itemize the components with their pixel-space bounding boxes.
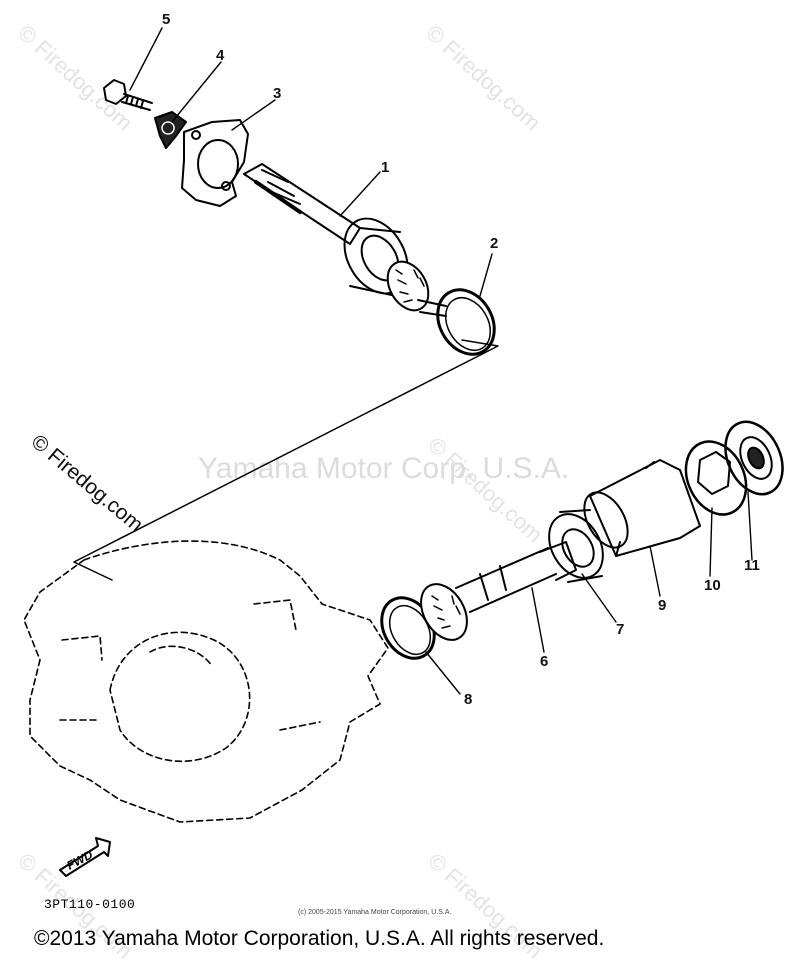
copyright-notice: ©2013 Yamaha Motor Corporation, U.S.A. A… bbox=[34, 927, 605, 950]
part-7-bearing bbox=[548, 509, 604, 583]
part-1-shaft bbox=[243, 163, 447, 317]
callout-3: 3 bbox=[273, 85, 282, 102]
svg-text:© Firedog.com: © Firedog.com bbox=[27, 430, 148, 536]
callout-10: 10 bbox=[704, 577, 721, 594]
part-3-plate bbox=[181, 119, 249, 207]
part-4-lock-tab bbox=[154, 111, 187, 149]
callout-1: 1 bbox=[381, 159, 390, 176]
part-6-shaft bbox=[455, 541, 577, 613]
callout-leaders bbox=[129, 27, 753, 695]
watermark-center: Yamaha Motor Corp. U.S.A. bbox=[198, 452, 570, 485]
fwd-arrow-icon bbox=[59, 837, 111, 877]
part-2-circlip bbox=[436, 288, 496, 356]
callout-2: 2 bbox=[490, 235, 499, 252]
firedog-watermark-dark: © Firedog.com bbox=[27, 430, 148, 536]
part-5-bolt bbox=[103, 79, 153, 111]
small-copyright: (c) 2005-2015 Yamaha Motor Corporation, … bbox=[298, 909, 452, 916]
callout-11: 11 bbox=[744, 557, 760, 574]
engine-outline bbox=[23, 540, 389, 823]
callout-6: 6 bbox=[540, 653, 549, 670]
callout-5: 5 bbox=[162, 11, 171, 28]
part-10-nut bbox=[684, 440, 748, 516]
connector-line bbox=[73, 339, 499, 581]
callout-9: 9 bbox=[658, 597, 667, 614]
part-code: 3PT110-0100 bbox=[44, 897, 136, 912]
part-6-gear bbox=[420, 583, 468, 641]
callout-7: 7 bbox=[616, 621, 625, 638]
part-9-sleeve bbox=[583, 459, 701, 557]
callout-4: 4 bbox=[216, 47, 225, 64]
part-11-bearing bbox=[724, 420, 784, 496]
callout-8: 8 bbox=[464, 691, 473, 708]
